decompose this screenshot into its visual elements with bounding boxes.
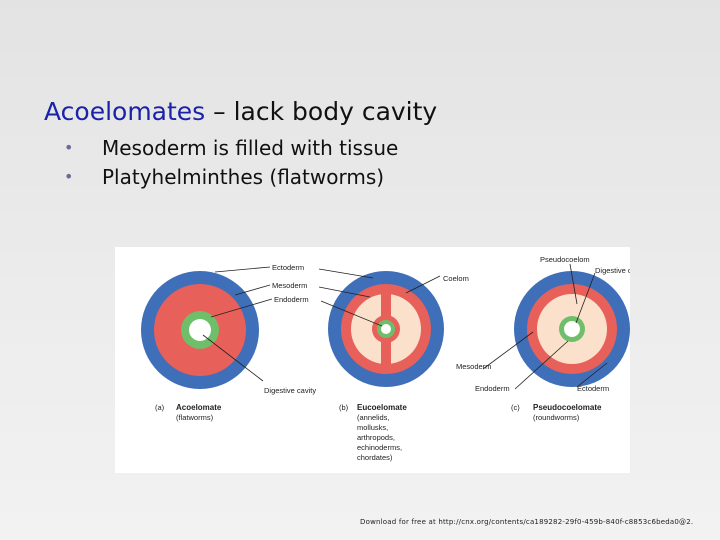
caption-example-b: chordates) — [357, 453, 393, 462]
label-digestive-cavity-a: Digestive cavity — [264, 386, 316, 395]
label-ectoderm-c: Ectoderm — [577, 384, 609, 393]
footer-credit: Download for free at http://cnx.org/cont… — [360, 518, 694, 526]
caption-name-b: Eucoelomate — [357, 403, 407, 412]
label-mesoderm-a: Mesoderm — [272, 281, 307, 290]
bullet-icon: • — [64, 138, 74, 157]
pseudocoelomate-diagram — [514, 271, 630, 387]
label-pseudocoelom: Pseudocoelom — [540, 255, 590, 264]
body-cavity-figure: Ectoderm Mesoderm Endoderm Digestive cav… — [115, 247, 630, 473]
title-highlight: Acoelomates — [44, 97, 206, 126]
caption-example-a: (flatworms) — [176, 413, 214, 422]
digestive-cavity — [564, 321, 580, 337]
title-rest: – lack body cavity — [205, 97, 438, 126]
digestive-cavity — [189, 319, 211, 341]
caption-example-b: mollusks, — [357, 423, 388, 432]
caption-example-b: (annelids, — [357, 413, 390, 422]
bullet-icon: • — [64, 167, 74, 186]
label-mesoderm-c: Mesoderm — [456, 362, 491, 371]
caption-example-c: (roundworms) — [533, 413, 580, 422]
acoelomate-diagram — [141, 271, 259, 389]
mesentery-top — [381, 291, 391, 318]
caption-letter-b: (b) — [339, 403, 349, 412]
label-coelom: Coelom — [443, 274, 469, 283]
bullet-text: Mesoderm is filled with tissue — [102, 136, 399, 160]
eucoelomate-diagram — [328, 271, 444, 387]
label-endoderm-c: Endoderm — [475, 384, 510, 393]
label-ectoderm-a: Ectoderm — [272, 263, 304, 272]
label-digestive-cavity-c: Digestive cavity — [595, 266, 630, 275]
caption-example-b: echinoderms, — [357, 443, 402, 452]
digestive-cavity — [381, 324, 391, 334]
label-endoderm-a: Endoderm — [274, 295, 309, 304]
caption-example-b: arthropods, — [357, 433, 395, 442]
bullet-text: Platyhelminthes (flatworms) — [102, 165, 385, 189]
caption-letter-a: (a) — [155, 403, 165, 412]
caption-name-a: Acoelomate — [176, 403, 222, 412]
slide-title: Acoelomates – lack body cavity — [44, 97, 437, 126]
mesentery-bottom — [381, 340, 391, 367]
caption-name-c: Pseudocoelomate — [533, 403, 602, 412]
caption-letter-c: (c) — [511, 403, 520, 412]
